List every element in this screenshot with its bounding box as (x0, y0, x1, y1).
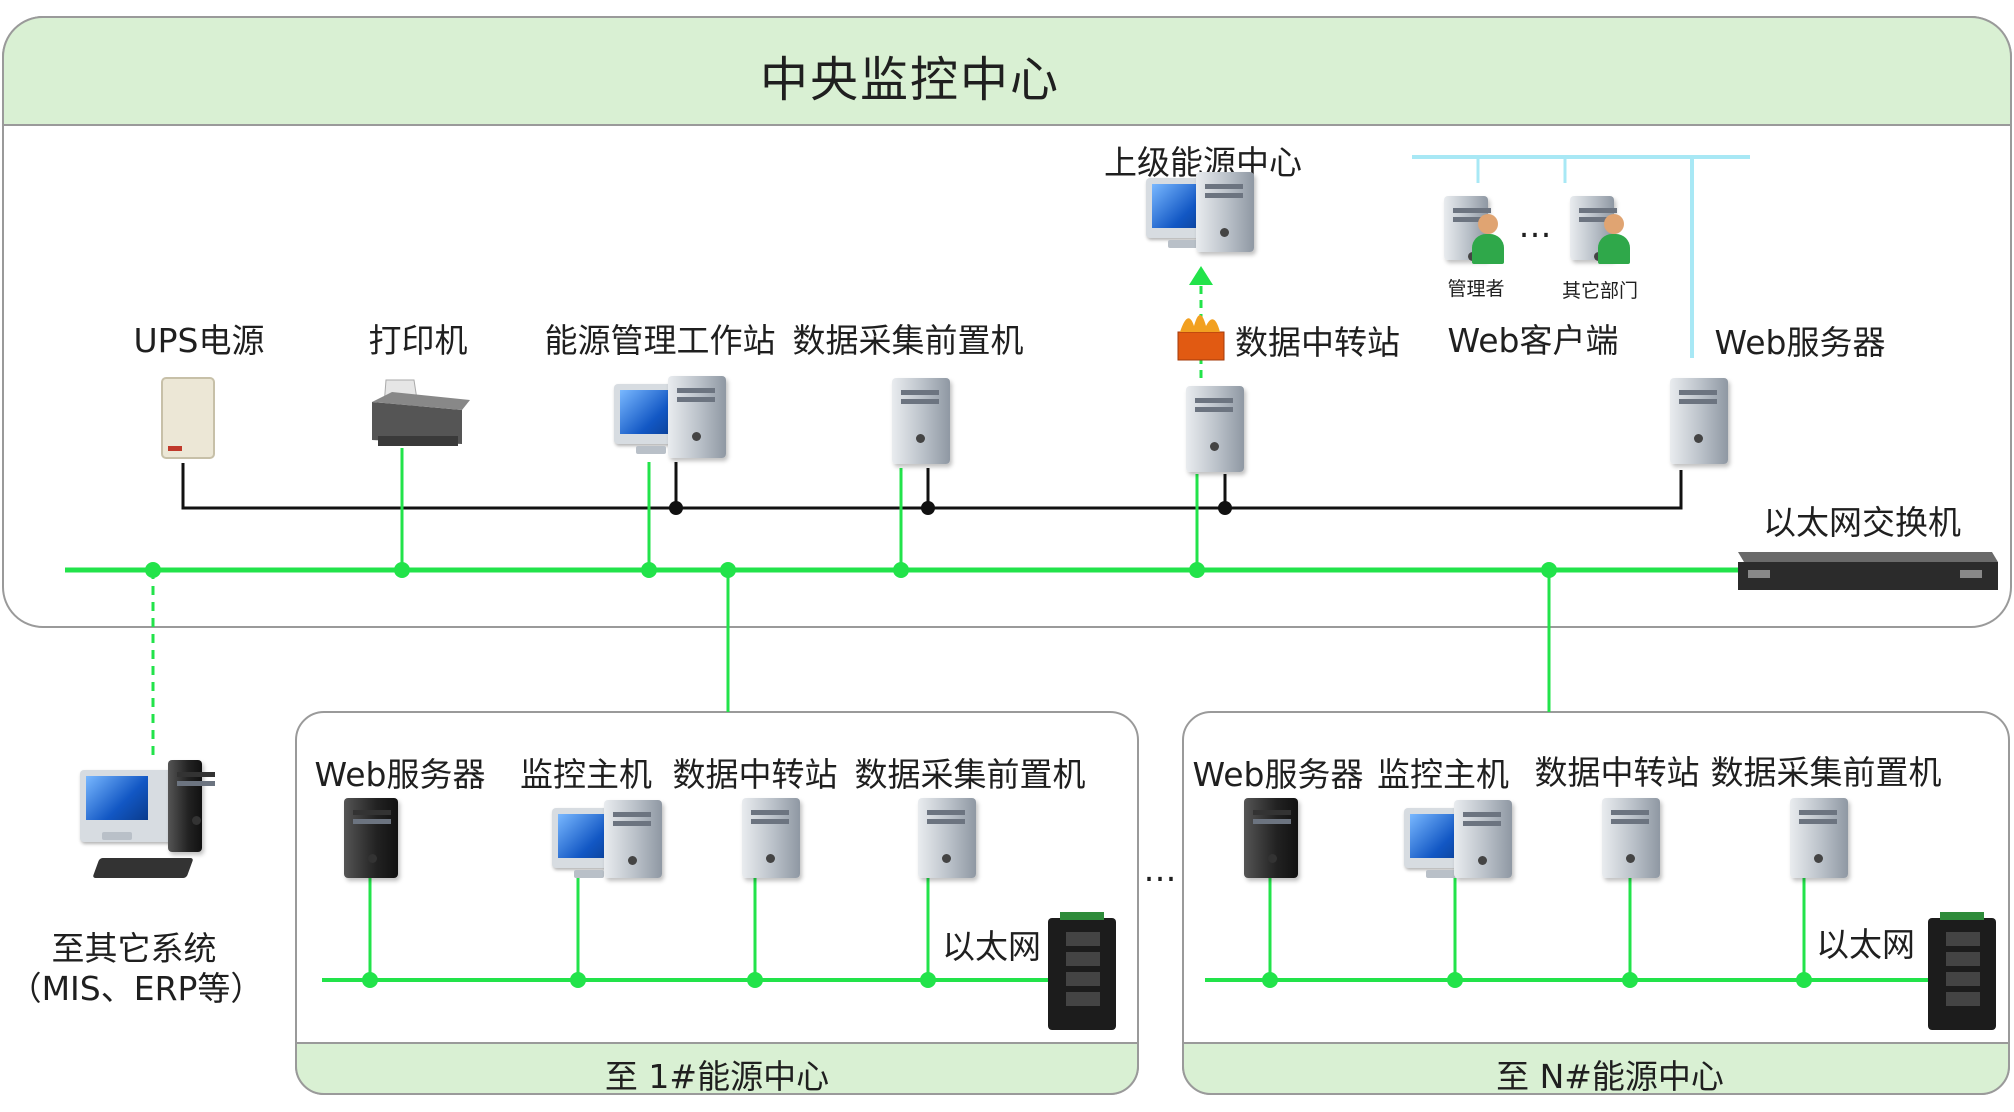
green-junction (1541, 562, 1557, 578)
sn-transfer-server-icon (1602, 798, 1660, 878)
substation-n-footer (1182, 1042, 2010, 1095)
acquisition-server-icon (892, 378, 950, 464)
sn-web-server-icon (1244, 798, 1298, 878)
other-system-line1: 至其它系统 (51, 929, 217, 968)
printer-icon (372, 379, 470, 446)
sn-web-server-label: Web服务器 (1192, 755, 1364, 794)
ups-label: UPS电源 (133, 321, 265, 360)
green-junction (641, 562, 657, 578)
sn-monitor-tower-icon (1454, 800, 1512, 878)
energy-workstation-label: 能源管理工作站 (544, 321, 776, 360)
green-junction (747, 972, 763, 988)
web-client-ellipsis: … (1518, 206, 1552, 245)
s1-web-server-icon (344, 798, 398, 878)
substation-1-footer (295, 1042, 1139, 1095)
person-icon (1472, 214, 1504, 266)
green-junction (920, 972, 936, 988)
central-title: 中央监控中心 (759, 52, 1061, 108)
s1-ethernet-label: 以太网 (942, 927, 1041, 966)
sn-ethernet-label: 以太网 (1816, 925, 1915, 964)
green-junction (570, 972, 586, 988)
workstation-tower-icon (668, 376, 726, 458)
ups-icon (161, 377, 215, 459)
industrial-switch-icon (1048, 912, 1116, 1030)
firewall-icon (1177, 315, 1225, 361)
switch-label: 以太网交换机 (1763, 503, 1961, 542)
s1-acquisition-server-icon (918, 798, 976, 878)
green-junction (720, 562, 736, 578)
black-junction (921, 501, 935, 515)
web-client-label: Web客户端 (1447, 321, 1619, 360)
s1-data-acquisition-label: 数据采集前置机 (854, 755, 1086, 794)
green-junction (1622, 972, 1638, 988)
central-panel-header (2, 16, 2012, 126)
industrial-switch-icon (1928, 912, 1996, 1030)
s1-web-server-label: Web服务器 (314, 755, 486, 794)
sn-data-acquisition-label: 数据采集前置机 (1710, 753, 1942, 792)
other-system-tower-icon (168, 760, 215, 852)
keyboard-icon (92, 858, 194, 878)
other-system-monitor-icon (80, 770, 176, 842)
data-transfer-label: 数据中转站 (1235, 323, 1400, 362)
green-arrow-up (1189, 266, 1213, 285)
other-dept-label: 其它部门 (1561, 280, 1639, 302)
green-junction (145, 562, 161, 578)
s1-transfer-server-icon (742, 798, 800, 878)
manager-label: 管理者 (1447, 278, 1505, 300)
web-server-label: Web服务器 (1714, 323, 1886, 362)
sn-acquisition-server-icon (1790, 798, 1848, 878)
ethernet-switch-icon (1738, 552, 1998, 590)
data-acquisition-label: 数据采集前置机 (792, 321, 1024, 360)
other-system-line2: （MIS、ERP等） (8, 969, 264, 1008)
green-junction (1796, 972, 1812, 988)
web-server-icon (1670, 378, 1728, 464)
green-junction (1189, 562, 1205, 578)
black-junction (1218, 501, 1232, 515)
s1-monitor-tower-icon (604, 800, 662, 878)
s1-monitor-host-label: 监控主机 (520, 755, 652, 794)
sn-footer-label: 至 N#能源中心 (1496, 1057, 1724, 1096)
green-junction (1262, 972, 1278, 988)
s1-data-transfer-label: 数据中转站 (672, 755, 838, 794)
between-ellipsis: … (1143, 850, 1177, 889)
green-junction (893, 562, 909, 578)
person-icon (1598, 214, 1630, 266)
black-junction (669, 501, 683, 515)
green-junction (362, 972, 378, 988)
printer-label: 打印机 (368, 321, 468, 360)
green-junction (1447, 972, 1463, 988)
transfer-server-icon (1186, 386, 1244, 472)
sn-monitor-host-label: 监控主机 (1377, 755, 1509, 794)
sn-data-transfer-label: 数据中转站 (1534, 753, 1700, 792)
upper-center-tower-icon (1196, 172, 1254, 252)
green-junction (394, 562, 410, 578)
s1-footer-label: 至 1#能源中心 (604, 1057, 830, 1096)
